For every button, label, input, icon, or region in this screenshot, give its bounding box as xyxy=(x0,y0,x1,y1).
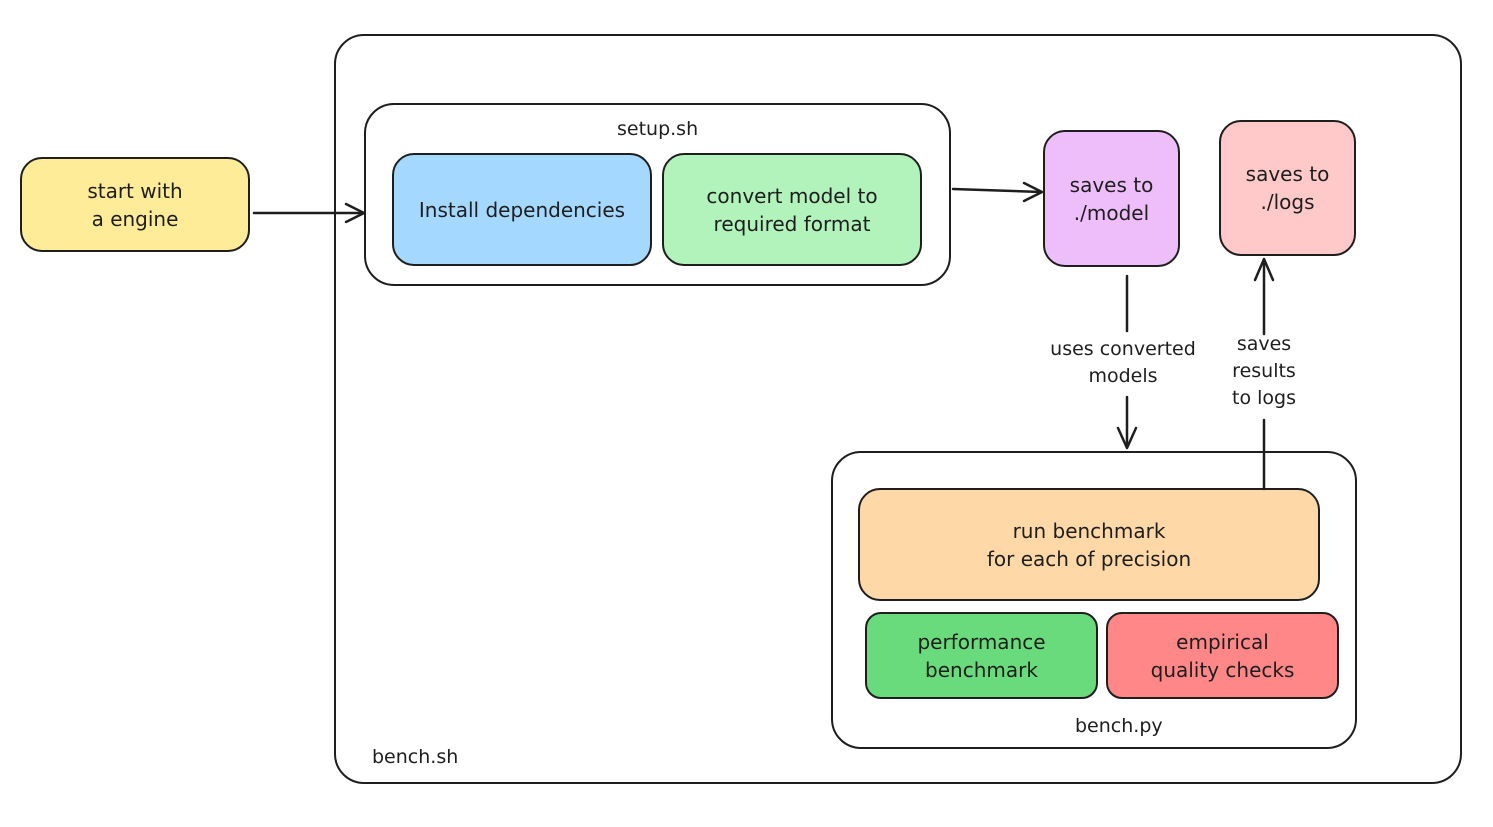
run-benchmark-node: run benchmark for each of precision xyxy=(858,488,1320,601)
start-node: start with a engine xyxy=(20,157,250,252)
bench-py-label: bench.py xyxy=(1075,715,1163,737)
performance-benchmark-node: performance benchmark xyxy=(865,612,1098,699)
quality-checks-node: empirical quality checks xyxy=(1106,612,1339,699)
bench-py-container xyxy=(831,451,1357,749)
convert-model-node: convert model to required format xyxy=(662,153,922,266)
saves-results-label: saves results to logs xyxy=(1232,333,1296,409)
saves-to-logs-node: saves to ./logs xyxy=(1219,120,1356,256)
setup-sh-label: setup.sh xyxy=(617,118,699,140)
saves-to-model-node: saves to ./model xyxy=(1043,130,1180,267)
install-dependencies-node: Install dependencies xyxy=(392,153,652,266)
uses-converted-label: uses converted models xyxy=(1050,338,1196,387)
bench-sh-label: bench.sh xyxy=(372,746,459,768)
setup-sh-container xyxy=(364,103,951,286)
bench-sh-container xyxy=(334,34,1462,784)
